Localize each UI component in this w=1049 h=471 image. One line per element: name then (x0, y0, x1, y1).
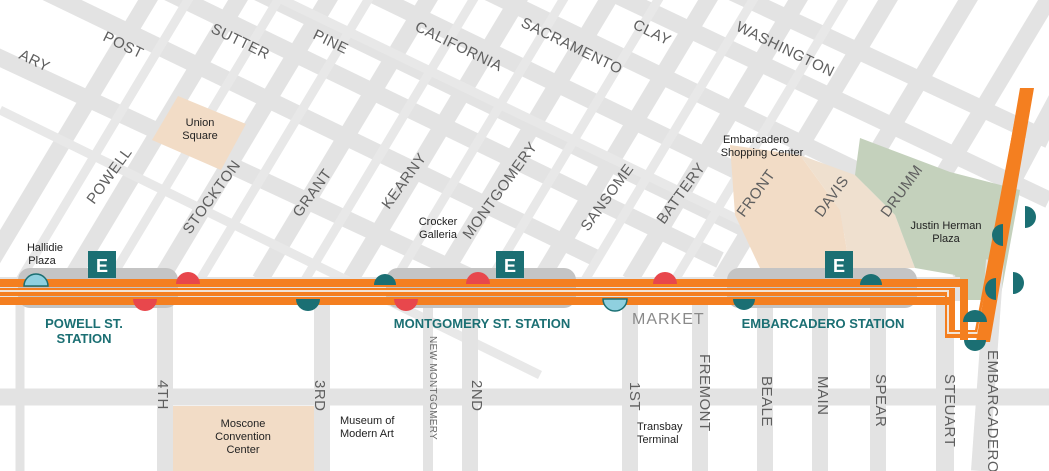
entrance-lightblue-second (602, 298, 628, 312)
justin-herman-plaza-area (855, 138, 1020, 300)
justin-herman-label-1: Justin Herman (911, 220, 982, 232)
entrance-red-sansome (653, 272, 677, 284)
entrance-teal-embarcadero-1 (992, 224, 1003, 246)
union-square-label-2: Square (182, 130, 217, 142)
union-square-area (152, 96, 246, 170)
powell-station-label-2: STATION (56, 331, 111, 346)
transbay-label-1: Transbay (637, 421, 683, 433)
minor-streets (0, 0, 849, 380)
museum-label-1: Museum of (340, 415, 395, 427)
entrance-teal-front (733, 299, 755, 310)
street-label-fremont: FREMONT (696, 354, 713, 432)
museum-label-2: Modern Art (340, 428, 394, 440)
moscone-label-2: Convention (215, 431, 271, 443)
entrance-teal-embarcadero-2 (1025, 206, 1036, 228)
street-label-embarcadero: EMBARCADERO (984, 350, 1001, 471)
elevator-embarcadero (825, 251, 853, 278)
embarcadero-center-area-east (800, 155, 915, 268)
elevator-montgomery (496, 251, 524, 278)
elevator-powell (88, 251, 116, 278)
moscone-label-1: Moscone (221, 418, 266, 430)
entrance-teal-embarcadero-4 (1013, 272, 1024, 294)
entrance-teal-steuart-south (964, 340, 986, 351)
south-streets (0, 259, 1049, 471)
montgomery-station-label: MONTGOMERY ST. STATION (394, 316, 570, 331)
crocker-galleria-label-2: Galleria (419, 229, 458, 241)
elevator-montgomery-label: E (504, 256, 516, 276)
transbay-label-2: Terminal (637, 434, 679, 446)
diagonal-streets-north-south (0, 0, 1049, 285)
entrance-hallidie (23, 273, 49, 287)
street-label-new-montgomery: NEW MONTGOMERY (427, 336, 438, 440)
entrance-teal-grant (296, 299, 320, 311)
entrance-red-montgomery-south (394, 299, 418, 311)
street-label-4th: 4TH (154, 380, 171, 410)
embarcadero-center-label-2: Shopping Center (721, 147, 804, 159)
entrance-teal-kearny (374, 274, 396, 285)
entrance-red-powell-south (133, 299, 157, 311)
street-label-2nd: 2ND (468, 380, 485, 412)
street-label-market: MARKET (632, 311, 705, 328)
street-label-1st: 1ST (626, 382, 643, 411)
place-labels: Union Square Hallidie Plaza Crocker Gall… (27, 117, 982, 456)
entrance-red-montgomery-north (466, 272, 490, 284)
crocker-galleria-label-1: Crocker (419, 216, 458, 228)
elevator-markers: E E E (88, 251, 853, 278)
hallidie-plaza-label-1: Hallidie (27, 242, 63, 254)
powell-station-label-1: POWELL ST. (45, 316, 123, 331)
entrance-teal-steuart (963, 310, 987, 322)
street-label-3rd: 3RD (311, 380, 328, 412)
justin-herman-label-2: Plaza (932, 233, 960, 245)
street-label-spear: SPEAR (872, 374, 889, 427)
street-label-steuart: STEUART (941, 374, 958, 447)
entrance-red-stockton (176, 272, 200, 284)
hallidie-plaza-label-2: Plaza (28, 255, 56, 267)
street-label-main: MAIN (814, 376, 831, 416)
elevator-embarcadero-label: E (833, 256, 845, 276)
union-square-label-1: Union (186, 117, 215, 129)
street-labels-vertical: 4TH 3RD NEW MONTGOMERY 2ND 1ST FREMONT B… (154, 336, 1001, 471)
embarcadero-center-area (730, 145, 850, 268)
embarcadero-station-label: EMBARCADERO STATION (742, 316, 905, 331)
moscone-label-3: Center (226, 444, 259, 456)
moscone-center-area (173, 406, 314, 471)
elevator-powell-label: E (96, 256, 108, 276)
embarcadero-center-label-1: Embarcadero (723, 134, 789, 146)
station-labels: POWELL ST. STATION MONTGOMERY ST. STATIO… (45, 316, 904, 346)
entrance-teal-embarcadero-3 (985, 278, 996, 300)
street-label-beale: BEALE (758, 376, 775, 427)
entrance-teal-drumm (860, 274, 882, 285)
station-entrances (23, 206, 1036, 351)
